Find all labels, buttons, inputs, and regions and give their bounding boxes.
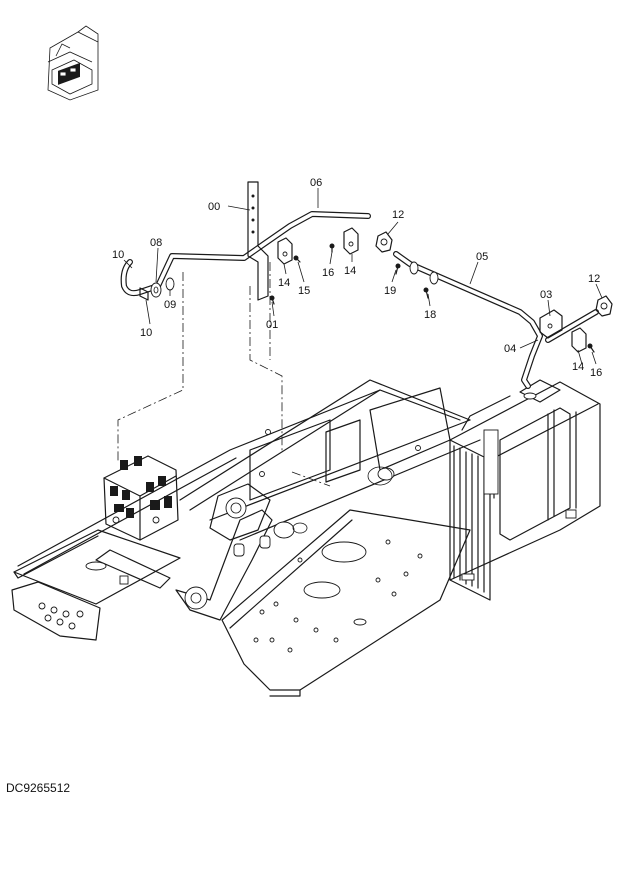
clamp-12a <box>375 231 393 253</box>
callout-19: 19 <box>384 285 396 297</box>
callout-labels: 00 06 12 05 12 03 04 16 14 14 15 16 14 0… <box>112 177 602 379</box>
leader-lines <box>123 188 603 365</box>
callout-12-left: 12 <box>392 209 404 221</box>
machine-locator-icon <box>47 25 99 101</box>
bracket-03 <box>539 309 563 339</box>
callout-04: 04 <box>504 343 516 355</box>
radiator-assembly <box>449 379 601 601</box>
bolt-01 <box>269 295 275 305</box>
callout-14-mid: 14 <box>344 265 356 277</box>
callout-00: 00 <box>208 201 220 213</box>
hose-clamp-09 <box>165 277 175 291</box>
callout-12-right: 12 <box>588 273 600 285</box>
callout-16-right: 16 <box>590 367 602 379</box>
clamp-14b <box>343 227 359 255</box>
clamp-14a <box>277 237 293 265</box>
hose-clamp-10 <box>139 287 149 301</box>
callout-09: 09 <box>164 299 176 311</box>
callout-03: 03 <box>540 289 552 301</box>
callout-01: 01 <box>266 319 278 331</box>
clamp-12b <box>595 295 613 317</box>
pipe-05 <box>393 251 599 389</box>
callout-06: 06 <box>310 177 322 189</box>
pipe-06 <box>120 211 371 297</box>
bolt-15 <box>293 255 301 263</box>
bolt-16b <box>587 343 595 353</box>
hose-clamp-08 <box>150 282 162 298</box>
drawing-id: DC9265512 <box>6 781 70 795</box>
callout-14-left: 14 <box>278 277 290 289</box>
bracket-00 <box>247 181 269 301</box>
callout-16-left: 16 <box>322 267 334 279</box>
callout-18: 18 <box>424 309 436 321</box>
machine-frame <box>11 379 481 697</box>
callout-05: 05 <box>476 251 488 263</box>
assembly-lines <box>117 262 331 487</box>
bolt-18 <box>423 287 429 299</box>
clamp-14c <box>571 327 587 353</box>
callout-10-bottom: 10 <box>140 327 152 339</box>
callout-08: 08 <box>150 237 162 249</box>
bolt-19 <box>395 263 401 275</box>
collar-05 <box>409 261 439 285</box>
control-valve <box>103 455 179 541</box>
callout-10-top: 10 <box>112 249 124 261</box>
callout-14-right: 14 <box>572 361 584 373</box>
callout-15: 15 <box>298 285 310 297</box>
bolt-16a <box>329 243 335 253</box>
